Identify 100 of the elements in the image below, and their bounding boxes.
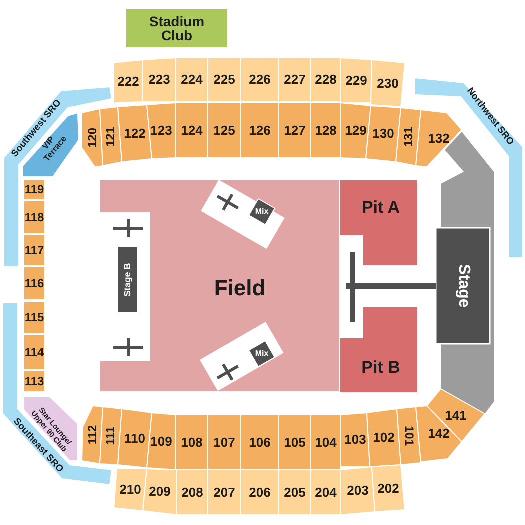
seating-section (147, 103, 176, 159)
seating-section (366, 106, 401, 162)
section-number: 104 (315, 436, 337, 450)
section-number: 123 (150, 124, 172, 138)
seating-section (341, 413, 370, 467)
seating-section (311, 58, 341, 102)
seating-section (416, 110, 462, 167)
section-number: 126 (249, 124, 271, 138)
seating-section (208, 415, 241, 470)
section-number: 121 (104, 126, 118, 147)
area-label: Mix (255, 350, 269, 358)
section-number: 119 (24, 184, 44, 196)
seating-section (341, 467, 375, 515)
section-number: 206 (249, 486, 271, 500)
seating-section (24, 235, 45, 266)
seating-section (427, 389, 485, 442)
section-number: 105 (284, 436, 306, 450)
section-number: 111 (104, 426, 118, 446)
area-label: Pit A (362, 199, 400, 217)
seating-section (311, 103, 341, 158)
seating-section (24, 201, 45, 234)
section-number: 127 (284, 124, 306, 138)
stage (436, 228, 490, 344)
seating-section (177, 470, 208, 515)
section-number: 203 (347, 484, 369, 498)
seating-section (311, 470, 341, 515)
section-number: 226 (249, 73, 271, 87)
section-number: 225 (214, 73, 236, 87)
area-label: Field (214, 276, 266, 300)
section-number: 130 (372, 127, 394, 141)
section-number: 120 (86, 128, 99, 148)
section-number: 110 (124, 432, 146, 446)
seating-section (143, 58, 176, 102)
section-number: 141 (445, 408, 467, 422)
seating-section (279, 415, 311, 470)
section-number: 210 (120, 483, 142, 497)
seating-section (279, 470, 311, 515)
section-number: 122 (124, 126, 146, 140)
seating-section (208, 470, 241, 515)
seating-section (341, 58, 372, 103)
section-number: 229 (346, 74, 368, 88)
section-number: 113 (24, 375, 44, 388)
area-label: Stage (454, 264, 472, 308)
section-number: 205 (284, 486, 306, 500)
seating-section (279, 103, 311, 158)
section-number: 142 (428, 427, 450, 441)
seating-section (241, 103, 279, 158)
section-number: 109 (150, 434, 172, 448)
seating-section (24, 335, 45, 370)
seating-section (371, 60, 405, 107)
seating-section (24, 267, 45, 300)
section-number: 117 (24, 244, 44, 257)
section-number: 202 (378, 482, 400, 496)
seating-section (372, 465, 405, 512)
section-number: 102 (373, 431, 395, 445)
section-number: 129 (345, 124, 367, 138)
seating-section (241, 470, 279, 515)
standing-room-area (415, 78, 523, 258)
section-number: 107 (214, 436, 236, 450)
seating-section (208, 58, 241, 102)
runway (346, 252, 436, 322)
section-number: 101 (402, 426, 416, 446)
section-number: 207 (214, 486, 236, 500)
section-number: 112 (86, 425, 99, 445)
seating-section (176, 103, 208, 158)
section-number: 228 (315, 73, 337, 87)
area-label: Pit B (362, 359, 400, 377)
section-number: 108 (181, 436, 203, 450)
seating-section (208, 103, 241, 158)
field-area (100, 180, 340, 392)
club-area (126, 9, 228, 48)
mix-position (249, 341, 275, 367)
section-number: 118 (24, 211, 44, 224)
mix-position (249, 199, 275, 225)
area-label: Mix (255, 208, 269, 216)
section-number: 103 (344, 433, 366, 447)
section-number: 128 (315, 124, 337, 138)
section-number: 223 (148, 73, 170, 87)
seating-section (24, 180, 45, 200)
stage (118, 247, 138, 313)
seating-section (241, 415, 279, 470)
seating-section (176, 58, 208, 102)
section-number: 124 (181, 124, 203, 138)
seating-section (176, 415, 208, 470)
section-number: 209 (149, 485, 171, 499)
seating-section (147, 413, 176, 470)
area-label: Stage B (123, 263, 133, 297)
section-number: 230 (377, 76, 399, 90)
section-number: 131 (402, 126, 415, 148)
seating-section (143, 469, 177, 515)
section-number: 224 (181, 73, 203, 87)
seating-section (118, 409, 152, 468)
seating-section (311, 415, 341, 470)
seating-section (24, 302, 45, 334)
section-number: 116 (24, 277, 44, 290)
seating-section (118, 105, 152, 162)
seating-section (279, 58, 311, 102)
section-number: 106 (249, 436, 271, 450)
section-number: 222 (118, 74, 140, 88)
section-number: 114 (24, 346, 44, 359)
